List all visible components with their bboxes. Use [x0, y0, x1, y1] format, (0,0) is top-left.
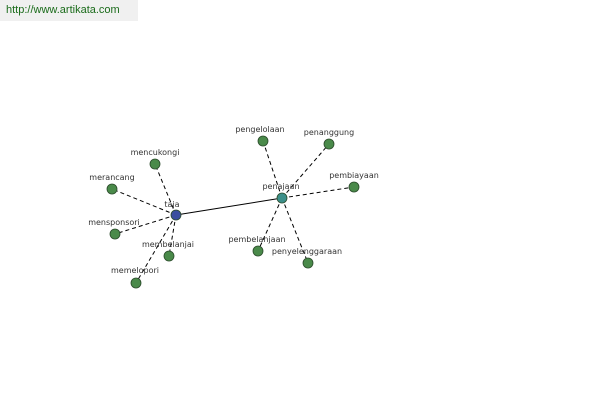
node-mensponsori[interactable] [109, 228, 121, 240]
node-label-membelanjai: membelanjai [142, 240, 194, 249]
edge-penajaan-penanggung [281, 143, 330, 199]
edge-penajaan-pembiayaan [281, 186, 355, 199]
edge-taja-memelopori [135, 214, 177, 284]
node-label-penyelenggaraan: penyelenggaraan [272, 247, 342, 256]
node-label-memelopori: memelopori [111, 266, 159, 275]
node-merancang[interactable] [106, 183, 118, 195]
node-label-penanggung: penanggung [304, 128, 354, 137]
node-pembiayaan[interactable] [348, 181, 360, 193]
node-taja[interactable] [170, 209, 182, 221]
edge-penajaan-pembelanjaan [257, 197, 283, 252]
edges-layer [111, 140, 355, 284]
node-penanggung[interactable] [323, 138, 335, 150]
node-label-pembelanjaan: pembelanjaan [228, 235, 285, 244]
node-label-taja: taja [164, 200, 179, 209]
node-pembelanjaan[interactable] [252, 245, 264, 257]
node-label-mensponsori: mensponsori [88, 218, 140, 227]
edge-penajaan-penyelenggaraan [281, 197, 309, 264]
node-membelanjai[interactable] [163, 250, 175, 262]
node-mencukongi[interactable] [149, 158, 161, 170]
node-pengelolaan[interactable] [257, 135, 269, 147]
node-penyelenggaraan[interactable] [302, 257, 314, 269]
node-penajaan[interactable] [276, 192, 288, 204]
labels-layer: taja penajaan mencukongi merancang mensponso… [88, 125, 379, 275]
source-url-banner[interactable]: http://www.artikata.com [0, 0, 138, 21]
node-label-mencukongi: mencukongi [131, 148, 180, 157]
edge-taja-merancang [111, 188, 177, 216]
node-label-merancang: merancang [89, 173, 134, 182]
edge-penajaan-pengelolaan [262, 140, 283, 199]
node-label-pengelolaan: pengelolaan [235, 125, 284, 134]
node-label-pembiayaan: pembiayaan [329, 171, 379, 180]
nodes-layer [106, 135, 360, 289]
node-memelopori[interactable] [130, 277, 142, 289]
edge-taja-mensponsori [114, 214, 177, 235]
node-label-penajaan: penajaan [262, 182, 299, 191]
edge-taja-penajaan [175, 197, 283, 216]
edge-taja-mencukongi [154, 163, 177, 216]
